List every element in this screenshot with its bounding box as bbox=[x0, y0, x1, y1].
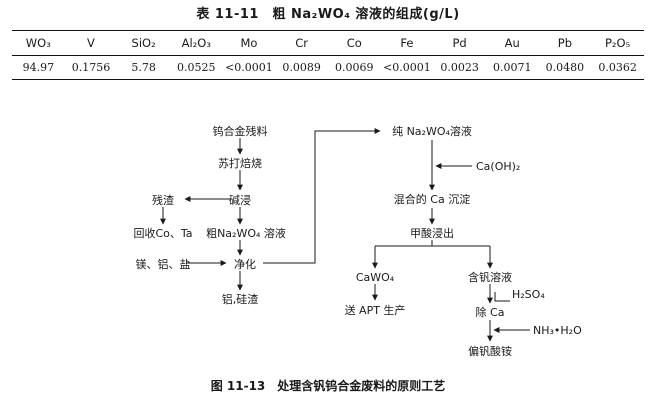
table-cell: 0.1756 bbox=[71, 61, 111, 74]
col-header: Fe bbox=[400, 36, 414, 50]
col-header: Pd bbox=[452, 36, 467, 50]
node-mixed-precipitate: 混合的 Ca 沉淀 bbox=[394, 192, 470, 206]
table-cell: 5.78 bbox=[131, 61, 156, 74]
node-pure-solution: 纯 Na₂WO₄溶液 bbox=[392, 124, 472, 138]
node-apt: 送 APT 生产 bbox=[345, 303, 406, 317]
table-cell: 0.0069 bbox=[335, 61, 374, 74]
col-header: Mo bbox=[240, 36, 258, 50]
node-cawo4: CaWO₄ bbox=[356, 271, 395, 284]
node-ammonia: NH₃•H₂O bbox=[533, 324, 582, 337]
node-recover: 回收Co、Ta bbox=[133, 226, 192, 240]
node-roast: 苏打焙烧 bbox=[218, 156, 262, 170]
node-residue: 残渣 bbox=[152, 193, 174, 207]
table-cell: 0.0089 bbox=[282, 61, 321, 74]
col-header: SiO₂ bbox=[131, 36, 156, 50]
col-header: Au bbox=[504, 36, 520, 50]
table-cell: 0.0362 bbox=[598, 61, 637, 74]
table-cell: <0.0001 bbox=[225, 61, 273, 74]
node-purify: 净化 bbox=[234, 257, 256, 271]
node-reagents: 镁、铝、盐 bbox=[136, 257, 191, 271]
node-product: 偏钒酸铵 bbox=[468, 344, 512, 358]
node-crude-solution: 粗Na₂WO₄ 溶液 bbox=[206, 226, 286, 240]
node-vanadium-solution: 含钒溶液 bbox=[468, 270, 512, 284]
table-cell: 0.0023 bbox=[440, 61, 479, 74]
col-header: P₂O₅ bbox=[605, 36, 631, 50]
flow-connectors bbox=[160, 128, 530, 342]
node-h2so4: H₂SO₄ bbox=[512, 288, 545, 301]
col-header: Pb bbox=[557, 36, 573, 50]
node-caoh2: Ca(OH)₂ bbox=[476, 160, 520, 173]
table-header-row: WO₃ V SiO₂ Al₂O₃ Mo Cr Co Fe Pd Au Pb P₂… bbox=[12, 30, 644, 56]
table-cell: 94.97 bbox=[22, 61, 55, 74]
table-cell: 0.0071 bbox=[492, 61, 532, 74]
node-slag: 铝,硅渣 bbox=[222, 292, 259, 306]
node-remove-ca: 除 Ca bbox=[476, 305, 505, 319]
table-row: 94.97 0.1756 5.78 0.0525 <0.0001 0.0089 … bbox=[12, 56, 644, 80]
col-header: Cr bbox=[295, 36, 308, 50]
composition-table: WO₃ V SiO₂ Al₂O₃ Mo Cr Co Fe Pd Au Pb P₂… bbox=[12, 30, 644, 80]
col-header: WO₃ bbox=[25, 36, 51, 50]
node-start: 钨合金残料 bbox=[213, 124, 268, 138]
node-formic-leach: 甲酸浸出 bbox=[410, 226, 454, 240]
table-cell: <0.0001 bbox=[383, 61, 431, 74]
col-header: Co bbox=[346, 36, 362, 50]
table-title: 表 11-11 粗 Na₂WO₄ 溶液的组成(g/L) bbox=[196, 7, 460, 22]
col-header: V bbox=[87, 36, 95, 50]
node-leach: 碱浸 bbox=[229, 194, 251, 207]
figure-caption: 图 11-13 处理含钒钨合金废料的原则工艺 bbox=[210, 379, 446, 393]
table-cell: 0.0525 bbox=[177, 61, 216, 74]
col-header: Al₂O₃ bbox=[181, 36, 211, 50]
table-cell: 0.0480 bbox=[545, 61, 585, 74]
